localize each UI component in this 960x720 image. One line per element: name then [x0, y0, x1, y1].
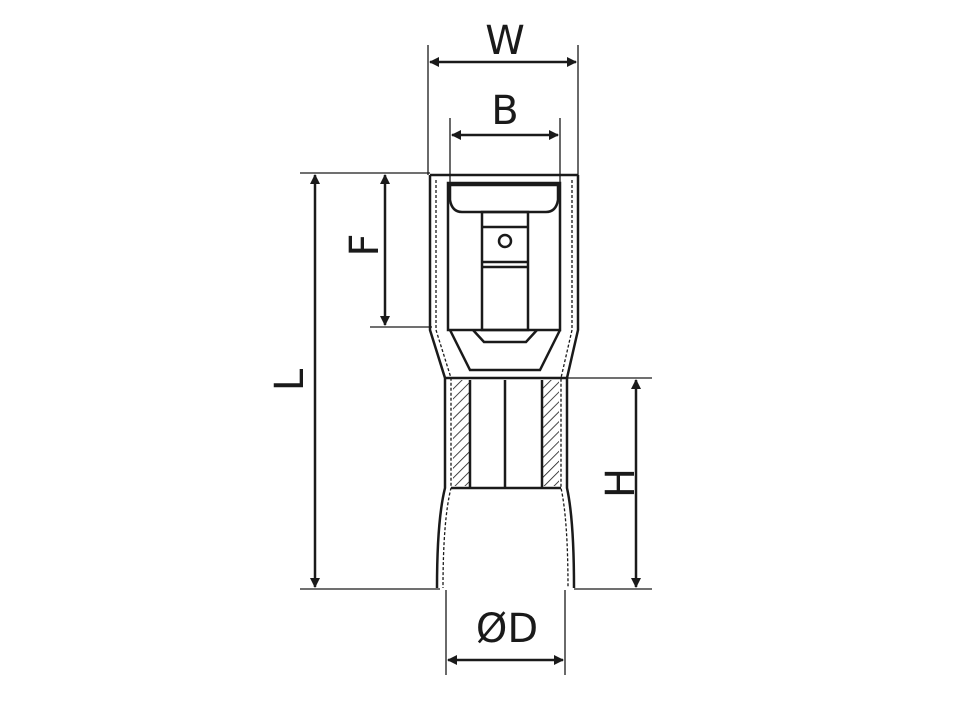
dimension-f: F [342, 174, 432, 328]
label-w: W [485, 18, 525, 64]
dimension-l: L [267, 172, 440, 590]
hole-icon [497, 233, 513, 249]
dimension-w: W [427, 18, 579, 175]
dimension-d: ØD [445, 590, 566, 675]
connector-body [428, 173, 580, 589]
label-b: B [491, 88, 518, 134]
label-l: L [267, 368, 313, 391]
dimension-b: B [449, 88, 561, 183]
label-d: ØD [476, 606, 538, 652]
label-f: F [342, 233, 388, 256]
label-h: H [598, 468, 644, 498]
dimension-h: H [567, 377, 652, 590]
